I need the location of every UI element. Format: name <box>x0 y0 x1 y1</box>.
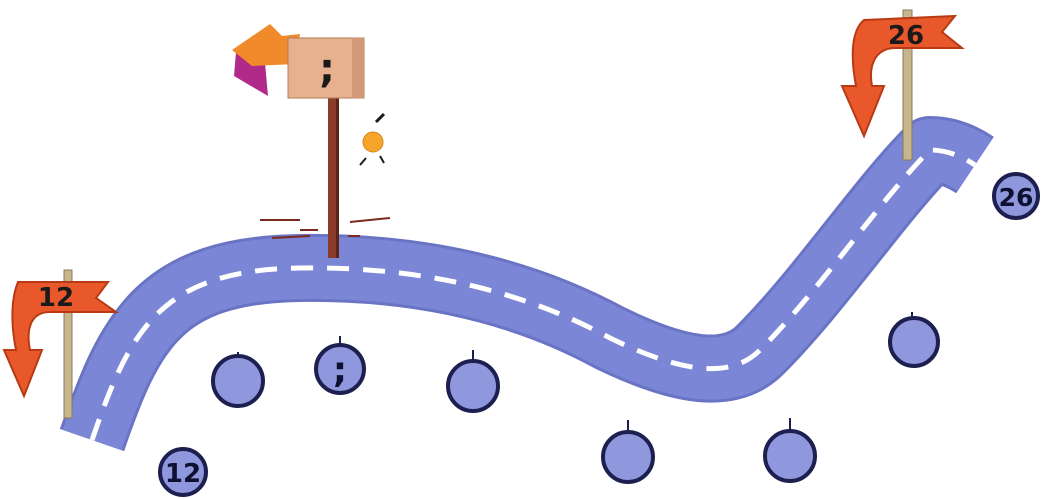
right-sign-label: 26 <box>888 21 924 51</box>
top-sign-label: ; <box>319 46 335 92</box>
left-sign: 12 <box>2 269 120 419</box>
top-signpost: ; <box>232 24 391 258</box>
revealed-slot-value: ; <box>333 350 347 391</box>
answer-slot-6[interactable] <box>888 316 940 368</box>
start-number-label: 12 <box>165 459 201 489</box>
top-sign-orange-roof <box>232 24 300 66</box>
right-sign-post <box>902 9 913 161</box>
right-sign-arrow-icon <box>840 14 965 139</box>
answer-slot-5[interactable] <box>763 429 817 483</box>
left-sign-post <box>63 269 73 419</box>
orange-ball-icon <box>362 131 384 153</box>
end-number-label: 26 <box>999 183 1034 212</box>
answer-slot-4[interactable] <box>601 430 655 484</box>
answer-slot-2[interactable]: ; <box>314 343 366 395</box>
left-sign-arrow-icon <box>2 281 120 399</box>
answer-slots: ; <box>211 316 940 484</box>
end-number-badge: 26 <box>992 172 1040 220</box>
ground-marks <box>260 217 391 239</box>
answer-slot-1[interactable] <box>211 354 265 408</box>
top-sign-post <box>328 88 336 258</box>
top-sign-board <box>287 37 365 99</box>
start-number-badge: 12 <box>158 447 208 497</box>
answer-slot-3[interactable] <box>446 359 500 413</box>
road <box>59 116 994 452</box>
right-sign: 26 <box>840 9 965 161</box>
left-sign-label: 12 <box>38 283 74 313</box>
road-surface <box>62 119 993 451</box>
